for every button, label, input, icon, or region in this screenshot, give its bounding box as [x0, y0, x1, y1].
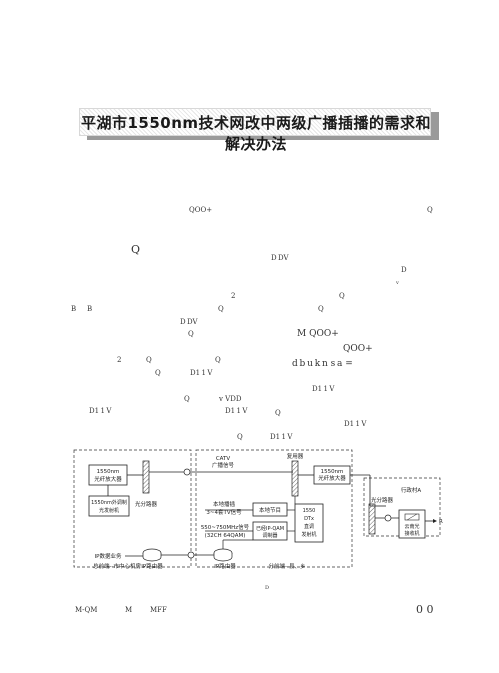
- local-program-label-2: 3~4套TV信号: [206, 508, 242, 516]
- catv-label-2: 广播信号: [212, 461, 235, 469]
- text-fragment: Q: [427, 206, 433, 214]
- footer-left-1: M-QM: [75, 606, 98, 614]
- fiber-connector-3: [384, 514, 392, 522]
- text-fragment: Q: [275, 409, 281, 417]
- dtx-label-1: 1550: [303, 508, 316, 514]
- text-fragment: Q: [155, 369, 161, 377]
- text-fragment: 2: [117, 356, 122, 364]
- coupler-label: 复用器: [287, 452, 304, 460]
- text-fragment: D1 1 V: [312, 385, 335, 393]
- splitter-left: [142, 460, 150, 494]
- ip-router-body: [213, 553, 233, 562]
- local-program-label-1: 本地播插: [213, 500, 236, 508]
- edfa-left-label-2: 光纤放大器: [94, 475, 122, 483]
- network-diagram-svg: 1550nm 光纤放大器 1550nm外调制 光发射机 光分路器 CATV 广播…: [73, 449, 446, 570]
- receiver-indicator-mark: [406, 513, 418, 521]
- text-fragment: v: [396, 280, 399, 286]
- text-fragment: Q: [131, 243, 141, 256]
- text-fragment: Q: [215, 356, 221, 364]
- text-fragment: D: [401, 266, 407, 274]
- fiber-connector-2: [187, 551, 195, 559]
- branch-label: 分前端--县、乡: [269, 562, 306, 570]
- text-fragment: D1 1 V: [225, 407, 248, 415]
- text-fragment: Q: [237, 433, 243, 441]
- figure-caption: D: [265, 585, 270, 591]
- text-fragment: M QOO+: [297, 329, 339, 339]
- dtx-label-3: 直调: [304, 523, 314, 530]
- text-fragment: Q: [339, 292, 345, 300]
- splitter-left-label: 光分路器: [135, 500, 158, 508]
- footer-left-2: M: [125, 606, 133, 614]
- text-fragment: D DV: [180, 318, 198, 326]
- edfa-right-label-2: 光纤放大器: [318, 474, 346, 482]
- splitter-right-label: 光分路器: [371, 496, 394, 504]
- band-signal-label-1: 550~750MHz信号: [201, 523, 250, 531]
- network-diagram: 1550nm 光纤放大器 1550nm外调制 光发射机 光分路器 CATV 广播…: [73, 448, 446, 572]
- banner-panel: 平湖市1550nm技术网改中两级广播插播的需求和解决办法: [79, 108, 431, 153]
- local-node-box: [252, 502, 288, 517]
- text-fragment: QOO+: [189, 206, 213, 214]
- text-fragment: B: [87, 305, 93, 313]
- hq-region: [73, 449, 192, 568]
- text-fragment: D1 1 V: [190, 369, 213, 377]
- local-node-label: 本地节目: [259, 506, 281, 514]
- coupler: [291, 460, 299, 497]
- transmitter-label-2: 光发射机: [99, 507, 119, 514]
- ip-router-label: IP路由器: [214, 562, 236, 570]
- text-fragment: D1 1 V: [344, 420, 367, 428]
- village-label: 行政村A: [401, 486, 422, 494]
- transmitter-box: [88, 495, 130, 517]
- text-fragment: B: [71, 305, 77, 313]
- branch-region: [195, 449, 353, 568]
- ip-qam-label-1: 已经IP-QAM: [256, 525, 284, 532]
- text-fragment: Q: [146, 356, 152, 364]
- receiver-label-1: 云南光: [404, 523, 419, 530]
- footer-left-3: MFF: [150, 606, 167, 614]
- dtx-label-2: DTx: [304, 516, 314, 522]
- dtx-box: [294, 503, 324, 543]
- text-fragment: D DV: [271, 254, 289, 262]
- ip-qam-label-2: 调制器: [262, 532, 277, 539]
- text-fragment: QOO+: [343, 344, 373, 354]
- text-fragment: v VDD: [219, 395, 242, 403]
- ip-switch-label: IP路由器: [141, 562, 163, 570]
- band-signal-label-2: (32CH 64QAM): [205, 533, 246, 539]
- fiber-connector-1: [183, 468, 191, 476]
- text-fragment: Q: [184, 395, 190, 403]
- edfa-right-label-1: 1550nm: [321, 469, 344, 475]
- receiver-box: [398, 509, 426, 539]
- text-fragment: Q: [188, 330, 194, 338]
- catv-label-1: CATV: [216, 456, 231, 462]
- rf-arrow-icon: [433, 519, 437, 523]
- ip-service-label: IP数据业务: [95, 552, 122, 560]
- text-fragment: D1 1 V: [89, 407, 112, 415]
- edfa-left-label-1: 1550nm: [97, 469, 120, 475]
- text-fragment: 2: [231, 292, 236, 300]
- splitter-right: [368, 503, 376, 535]
- title-banner: 平湖市1550nm技术网改中两级广播插播的需求和解决办法: [79, 108, 441, 153]
- hq-label: 总前端--市中心机房: [93, 562, 141, 570]
- text-fragment: Q: [318, 305, 324, 313]
- rf-label: RF: [439, 519, 443, 525]
- dtx-label-4: 发射机: [301, 531, 316, 538]
- receiver-label-2: 接收机: [404, 530, 419, 537]
- text-fragment: D1 1 V: [270, 433, 293, 441]
- page-number: 0 0: [416, 603, 434, 616]
- text-fragment: d b u k n s a =: [292, 359, 353, 369]
- ip-switch-body: [142, 553, 162, 562]
- text-fragment: Q: [218, 305, 224, 313]
- page-title: 平湖市1550nm技术网改中两级广播插播的需求和解决办法: [80, 114, 432, 153]
- transmitter-label-1: 1550nm外调制: [91, 499, 127, 506]
